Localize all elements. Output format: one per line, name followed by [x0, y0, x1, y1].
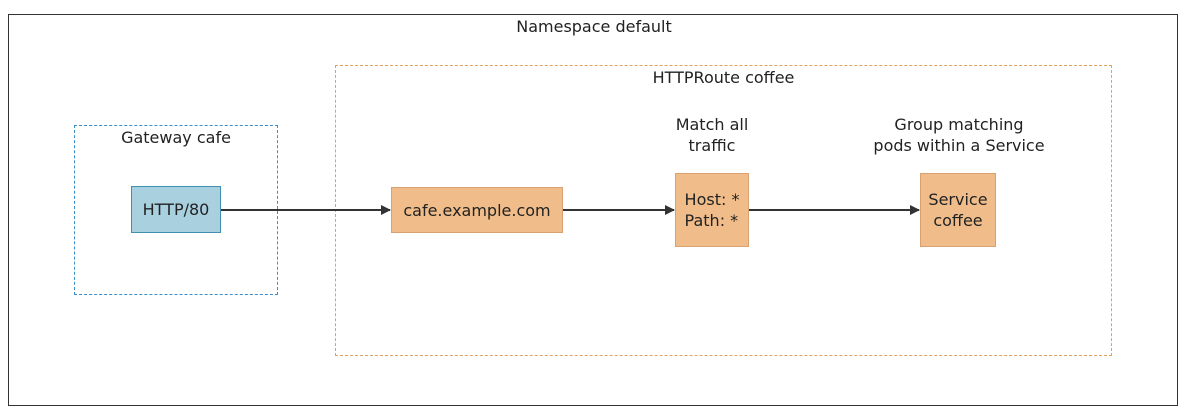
- namespace-box: [8, 14, 1178, 406]
- http-listener-node[interactable]: HTTP/80: [131, 186, 221, 233]
- service-node[interactable]: Service coffee: [920, 173, 996, 247]
- hostname-node[interactable]: cafe.example.com: [391, 187, 563, 233]
- match-rule-node[interactable]: Host: * Path: *: [675, 173, 749, 247]
- backend-caption: Group matching pods within a Service: [873, 115, 1045, 155]
- match-rule-label: Host: * Path: *: [684, 190, 740, 230]
- gateway-title: Gateway cafe: [121, 128, 231, 147]
- namespace-title: Namespace default: [516, 17, 672, 36]
- hostname-label: cafe.example.com: [403, 200, 551, 220]
- httproute-title: HTTPRoute coffee: [652, 68, 795, 87]
- http-listener-label: HTTP/80: [142, 200, 210, 219]
- match-caption: Match all traffic: [675, 115, 749, 155]
- service-label: Service coffee: [928, 190, 988, 230]
